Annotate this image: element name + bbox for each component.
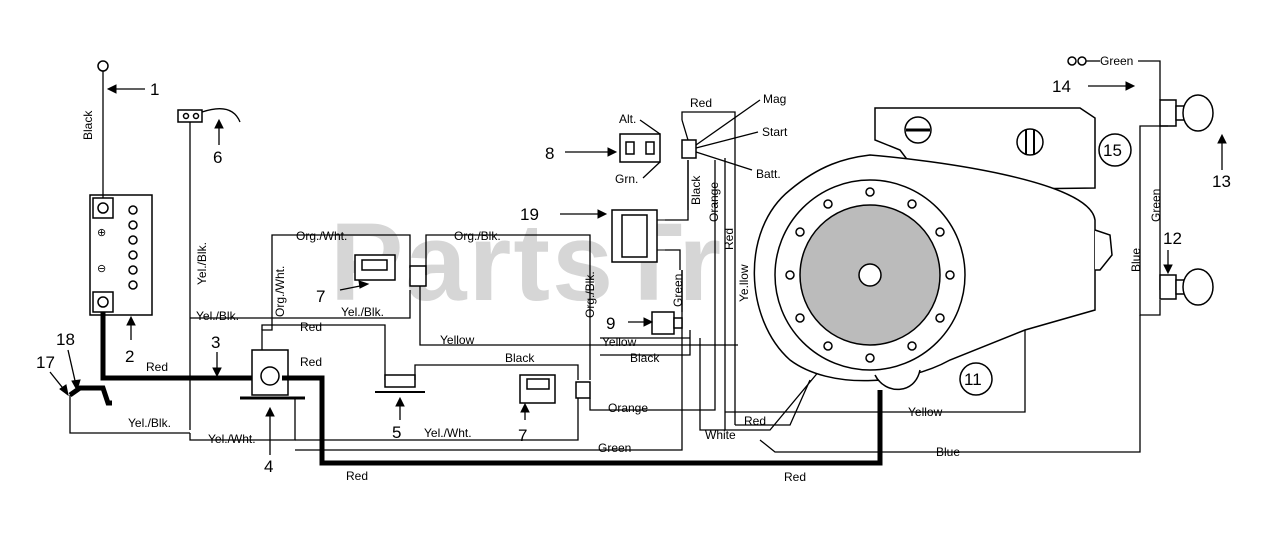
ammeter xyxy=(611,209,665,263)
wire-label-red-vert: Red xyxy=(722,228,736,250)
wire-label-yellow-engine: Yellow xyxy=(908,405,943,419)
switch-label-grn: Grn. xyxy=(615,172,638,186)
wire-label-yel-wht-bottom: Yel./Wht. xyxy=(208,432,256,446)
arrow-icon xyxy=(597,209,608,219)
arrow-icon xyxy=(1163,264,1173,275)
wire-label-green-right-vert: Green xyxy=(1149,189,1163,222)
callout-17: 17 xyxy=(36,353,55,372)
wire-label-green-top: Green xyxy=(1100,54,1133,68)
arrow-icon xyxy=(214,118,224,129)
wire-label-org-wht-top: Org./Wht. xyxy=(296,229,347,243)
wire-label-yellow-vert: Ye.llow xyxy=(737,264,751,302)
callout-13: 13 xyxy=(1212,172,1231,191)
arrow-icon xyxy=(59,384,69,397)
seat-switch xyxy=(375,374,425,393)
callout-11: 11 xyxy=(964,370,982,389)
solenoid xyxy=(240,349,305,400)
arrow-icon xyxy=(212,367,222,378)
callout-1: 1 xyxy=(150,80,159,99)
callout-12: 12 xyxy=(1163,229,1182,248)
wire-label-red-small: Red xyxy=(300,320,322,334)
wire-label-green-vert: Green xyxy=(671,274,685,307)
wire-label-red-mid: Red xyxy=(300,355,322,369)
wire-label-green-bottom: Green xyxy=(598,441,631,455)
callout-18: 18 xyxy=(56,330,75,349)
wire-label-black-vert: Black xyxy=(689,175,703,205)
wire-label-orange-vert: Orange xyxy=(707,182,721,222)
switch-label-mag: Mag xyxy=(763,92,786,106)
wire-label-red-engine: Red xyxy=(744,414,766,428)
ground-lead xyxy=(201,108,241,123)
wire-label-white-bottom: White xyxy=(705,428,736,442)
switch-label-batt: Batt. xyxy=(756,167,781,181)
wire-label-black-right: Black xyxy=(630,351,660,365)
ring-terminal-icon xyxy=(97,60,109,72)
headlight-lower xyxy=(1159,268,1214,306)
arrow-icon xyxy=(643,317,654,327)
callout-19: 19 xyxy=(520,205,539,224)
wire-label-yellow-right: Yellow xyxy=(602,335,637,349)
callout-6: 6 xyxy=(213,148,222,167)
switch-label-alt: Alt. xyxy=(619,112,636,126)
wire-label-red-bottom-left: Red xyxy=(346,469,368,483)
wire-label-red-bottom-right: Red xyxy=(784,470,806,484)
arrow-icon xyxy=(520,402,530,413)
arrow-icon xyxy=(1217,133,1227,144)
switch-label-start: Start xyxy=(762,125,788,139)
arrow-icon xyxy=(71,379,81,392)
wire-label-red-top: Red xyxy=(690,96,712,110)
callout-circle xyxy=(959,362,993,396)
battery-cable xyxy=(100,312,260,381)
brake-switch xyxy=(651,311,683,335)
wire-label-orange-low: Orange xyxy=(608,401,648,415)
callout-9: 9 xyxy=(606,314,615,333)
wire-label-yel-blk-bottom: Yel./Blk. xyxy=(128,416,171,430)
starter-cable xyxy=(282,375,883,466)
wire-label-red-left: Red xyxy=(146,360,168,374)
callout-3: 3 xyxy=(211,333,220,352)
wire-label-org-blk-top: Org./Blk. xyxy=(454,229,501,243)
callout-15: 15 xyxy=(1103,141,1122,160)
minus-icon: ⊖ xyxy=(97,263,106,275)
arrow-icon xyxy=(106,84,117,94)
arrow-icon xyxy=(358,280,370,289)
callout-7b: 7 xyxy=(518,426,527,445)
key-switch xyxy=(619,133,697,163)
headlight-upper xyxy=(1159,94,1214,132)
ground-strap xyxy=(68,385,112,406)
arrow-icon xyxy=(265,406,275,417)
callout-8: 8 xyxy=(545,144,554,163)
callout-4: 4 xyxy=(264,457,273,476)
wire-label-yel-blk-left: Yel./Blk. xyxy=(196,309,239,323)
battery: ⊕ ⊖ xyxy=(89,194,153,316)
wire-label-yellow-mid: Yellow xyxy=(440,333,475,347)
ring-terminal-icon xyxy=(1067,56,1077,66)
engine xyxy=(753,107,1113,391)
arrow-icon xyxy=(126,315,136,326)
arrow-icon xyxy=(1125,81,1136,91)
wire-label-black: Black xyxy=(81,110,95,140)
callout-circle xyxy=(1098,133,1132,167)
wire-label-yel-blk-mid: Yel./Blk. xyxy=(341,305,384,319)
callout-14: 14 xyxy=(1052,77,1071,96)
wire-label-black-mid: Black xyxy=(505,351,535,365)
interlock-switch-upper xyxy=(354,254,427,287)
ring-terminal-icon xyxy=(1077,56,1087,66)
wire-label-yel-blk-vert: Yel./Blk. xyxy=(195,242,209,285)
callout-2: 2 xyxy=(125,347,134,366)
wire-label-yel-wht-mid: Yel./Wht. xyxy=(424,426,472,440)
callout-5: 5 xyxy=(392,423,401,442)
wire-label-blue-bottom: Blue xyxy=(936,445,960,459)
arrow-icon xyxy=(607,147,618,157)
callout-7a: 7 xyxy=(316,287,325,306)
wire-label-blue-right-vert: Blue xyxy=(1129,248,1143,272)
wire-label-org-blk-vert: Org./Blk. xyxy=(583,271,597,318)
arrow-icon xyxy=(395,396,405,407)
plus-icon: ⊕ xyxy=(97,227,106,239)
interlock-switch-lower xyxy=(519,374,591,404)
wire-label-org-wht-vert: Org./Wht. xyxy=(273,266,287,317)
